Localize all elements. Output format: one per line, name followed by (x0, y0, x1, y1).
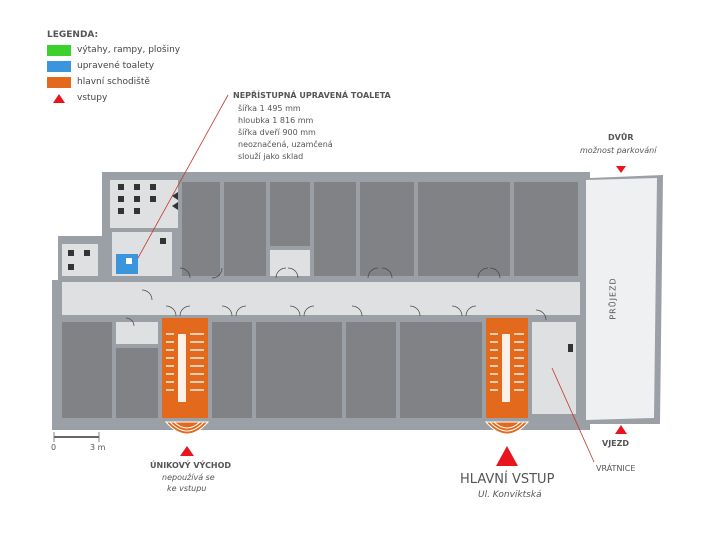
main-entrance-marker (496, 446, 518, 466)
room (270, 250, 310, 276)
main-entrance-subtitle: Ul. Konviktská (478, 490, 542, 500)
emergency-steps (164, 421, 210, 435)
room (314, 182, 356, 276)
ramp-arrows (172, 202, 178, 210)
courtyard-subtitle: možnost parkování (580, 146, 657, 155)
room (224, 182, 266, 276)
legend-item-toilets: upravené toalety (47, 60, 154, 72)
room (212, 322, 252, 418)
toilet-note-line: šířka 1 495 mm (238, 104, 301, 113)
passage-area (586, 178, 657, 420)
emergency-exit-line1: nepoužívá se (162, 473, 215, 482)
room (360, 182, 414, 276)
toilet-note-line: neoznačená, uzamčená (238, 140, 333, 149)
emergency-staircase (162, 318, 208, 418)
entrance-swatch-icon (47, 93, 71, 104)
toilet-note-line: slouží jako sklad (238, 152, 304, 161)
entrance-marker-courtyard (616, 166, 626, 173)
toilet-note-leader (137, 94, 229, 259)
legend-label: vstupy (77, 93, 108, 103)
room (270, 182, 310, 246)
room (400, 322, 482, 418)
elevator-swatch (47, 44, 71, 56)
room (62, 322, 112, 418)
main-staircase (486, 318, 528, 418)
room (116, 322, 158, 344)
toilet-swatch (47, 60, 71, 72)
toilet-block (62, 244, 98, 276)
toilet-note-line: šířka dveří 900 mm (238, 128, 316, 137)
room (116, 348, 158, 418)
scale-end: 3 m (90, 443, 106, 452)
room (514, 182, 578, 276)
courtyard-title: DVŮR (608, 133, 634, 142)
ramp-arrows (172, 192, 178, 200)
room (418, 182, 510, 276)
toilet-note-line: hloubka 1 816 mm (238, 116, 314, 125)
toilet-note-title: NEPŘÍSTUPNÁ UPRAVENÁ TOALETA (233, 91, 391, 100)
toilet-fixtures (68, 184, 573, 352)
main-entrance-title: HLAVNÍ VSTUP (460, 472, 555, 487)
legend-item-entrances: vstupy (47, 92, 107, 104)
main-steps (484, 421, 530, 435)
scale-start: 0 (51, 443, 57, 452)
entrance-marker-emergency (180, 446, 194, 456)
emergency-exit-title: ÚNIKOVÝ VÝCHOD (150, 461, 232, 470)
legend-label: hlavní schodiště (77, 77, 150, 87)
legend-item-elevators: výtahy, rampy, plošiny (47, 44, 180, 56)
entrance-marker-drivein (615, 425, 627, 434)
doors (125, 267, 547, 327)
room (256, 322, 342, 418)
stairs-swatch (47, 76, 71, 88)
room (346, 322, 396, 418)
legend-label: výtahy, rampy, plošiny (77, 45, 181, 55)
legend-item-stairs: hlavní schodiště (47, 76, 150, 88)
corridor (62, 282, 580, 315)
passage-label: PRŮJEZD (608, 277, 618, 320)
legend-label: upravené toalety (77, 61, 155, 71)
legend-title: LEGENDA: (47, 30, 99, 40)
room (182, 182, 220, 276)
porter-label: VRÁTNICE (596, 464, 636, 473)
porter-leader (551, 367, 595, 463)
emergency-exit-line2: ke vstupu (167, 484, 207, 493)
porter-room (532, 322, 576, 414)
drive-in-label: VJEZD (602, 439, 630, 448)
